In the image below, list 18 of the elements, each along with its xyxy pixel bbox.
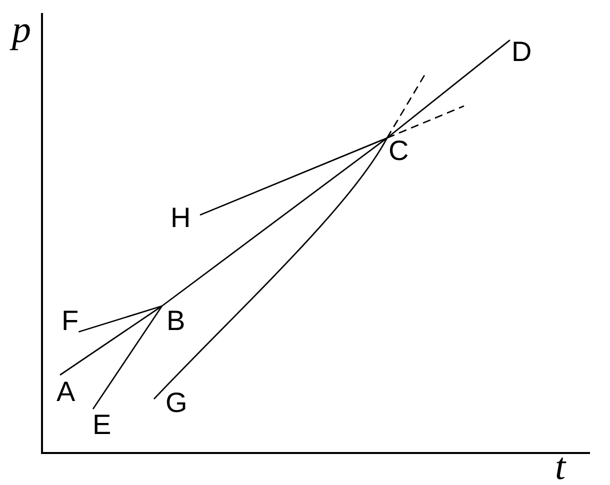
point-label: E [92,409,112,436]
boundary-line [200,137,388,216]
dashed-extension-line [386,105,464,139]
boundary-line [162,137,388,307]
point-label: F [62,310,79,333]
boundary-line [78,305,162,333]
boundary-line [92,306,163,410]
axis-label: p [12,8,31,52]
point-label: A [56,375,76,403]
point-label: H [170,206,200,229]
point-label: G [154,392,188,414]
point-label: D [510,40,532,63]
boundary-line [386,39,510,139]
point-label: C [387,138,409,162]
point-label: B [162,306,186,332]
boundary-curve [154,138,388,400]
boundary-line [60,305,162,376]
axis-label: t [555,452,566,482]
